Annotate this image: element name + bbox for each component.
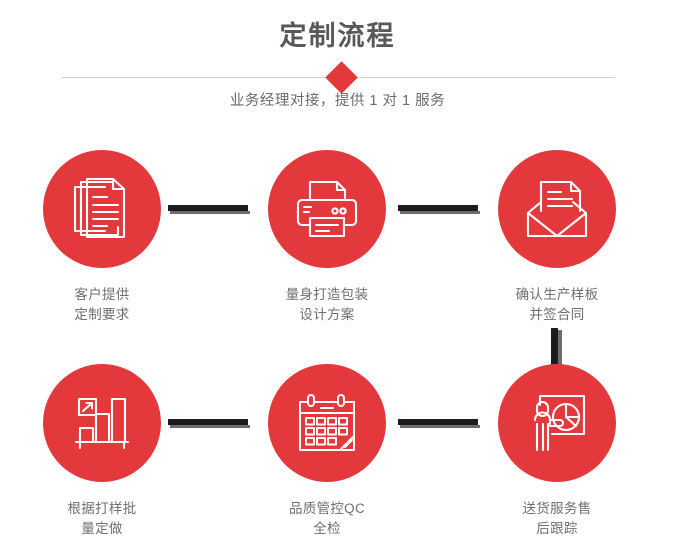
step-2-label: 量身打造包装 设计方案	[285, 287, 369, 322]
step-1-icon-circle[interactable]	[43, 150, 161, 268]
connector-step3-step6	[551, 328, 562, 370]
connector-shadow	[400, 211, 480, 214]
step-6-icon-circle[interactable]	[498, 364, 616, 482]
page-title: 定制流程	[279, 21, 396, 51]
connector-step5-step6	[398, 419, 480, 428]
step-1-label: 客户提供 定制要求	[74, 287, 130, 322]
step-6-label: 送货服务售 后跟踪	[522, 501, 592, 536]
connector-bar	[168, 205, 248, 211]
diamond-icon	[325, 61, 358, 94]
connector-shadow	[400, 425, 480, 428]
process-step-2[interactable]: 量身打造包装 设计方案	[247, 150, 407, 325]
presentation-person-icon	[526, 392, 588, 454]
title-divider	[62, 61, 615, 94]
header: 定制流程 业务经理对接，提供 1 对 1 服务	[0, 0, 675, 130]
printer-icon	[295, 180, 359, 238]
process-flow: 客户提供 定制要求	[0, 150, 675, 550]
connector-step2-step3	[398, 205, 480, 214]
step-5-icon-circle[interactable]	[268, 364, 386, 482]
process-step-6[interactable]: 送货服务售 后跟踪	[477, 364, 637, 539]
page-subtitle: 业务经理对接，提供 1 对 1 服务	[229, 93, 446, 109]
connector-bar	[398, 419, 478, 425]
step-4-icon-circle[interactable]	[43, 364, 161, 482]
envelope-document-icon	[525, 180, 589, 238]
connector-step4-step5	[168, 419, 250, 428]
calendar-icon	[296, 394, 358, 452]
step-3-label: 确认生产样板 并签合同	[515, 287, 599, 322]
documents-stack-icon	[72, 178, 132, 240]
step-4-label: 根据打样批 量定做	[67, 501, 137, 536]
process-step-1[interactable]: 客户提供 定制要求	[22, 150, 182, 325]
process-step-4[interactable]: 根据打样批 量定做	[22, 364, 182, 539]
connector-bar	[168, 419, 248, 425]
connector-bar	[398, 205, 478, 211]
connector-shadow	[170, 425, 250, 428]
connector-bar	[551, 328, 558, 368]
process-step-5[interactable]: 品质管控QC 全检	[247, 364, 407, 539]
bar-chart-growth-icon	[72, 394, 132, 452]
connector-step1-step2	[168, 205, 250, 214]
connector-shadow	[558, 330, 562, 370]
step-5-label: 品质管控QC 全检	[288, 501, 366, 536]
step-3-icon-circle[interactable]	[498, 150, 616, 268]
step-2-icon-circle[interactable]	[268, 150, 386, 268]
process-step-3[interactable]: 确认生产样板 并签合同	[477, 150, 637, 325]
connector-shadow	[170, 211, 250, 214]
